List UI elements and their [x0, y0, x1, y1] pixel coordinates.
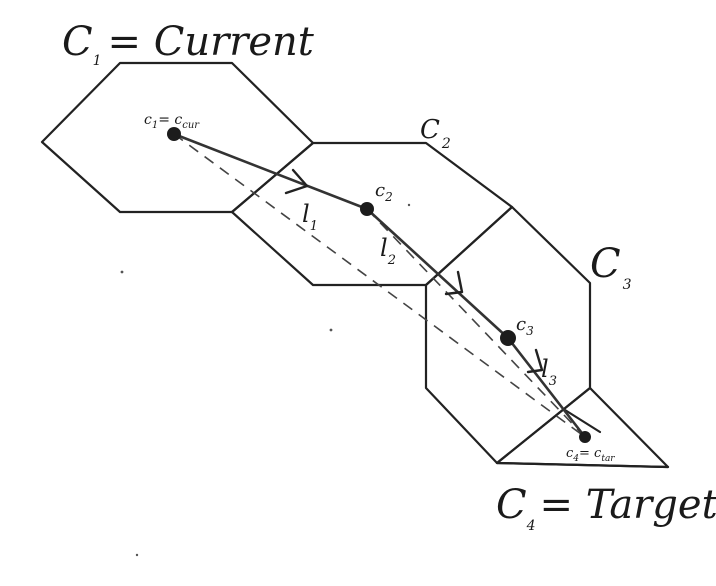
segment-l1-label: l1	[302, 200, 318, 234]
dashed-line-c2-to-target	[366, 208, 586, 438]
segment-l3-label: l3	[541, 355, 557, 389]
cell-c4-base	[495, 461, 670, 469]
pen-speck	[120, 270, 124, 274]
point-c3	[500, 330, 516, 346]
segment-l2	[365, 207, 510, 340]
dashed-line-c1-to-target	[173, 133, 586, 438]
cell-c4-label: C4= Target	[496, 482, 716, 534]
arrow-head-l1	[284, 168, 309, 195]
point-c2-label: c2	[375, 180, 393, 204]
pen-speck	[135, 553, 139, 557]
point-c4	[579, 431, 591, 443]
point-c3-label: c3	[516, 314, 534, 338]
point-c2	[360, 202, 374, 216]
segment-l1	[172, 132, 369, 211]
pen-speck	[407, 203, 411, 207]
cell-c1-label: C1= Current	[62, 19, 315, 69]
segment-l2-label: l2	[380, 234, 396, 268]
arrow-head-l3	[526, 348, 544, 374]
point-c1-label: c1= ccur	[144, 112, 200, 131]
arrow-head-l2	[444, 270, 464, 296]
pen-speck	[329, 328, 333, 332]
cell-c4-inner-edge	[563, 408, 602, 434]
segment-l3	[506, 336, 587, 439]
point-c4-label: c4= ctar	[566, 446, 615, 464]
point-c1	[167, 127, 181, 141]
